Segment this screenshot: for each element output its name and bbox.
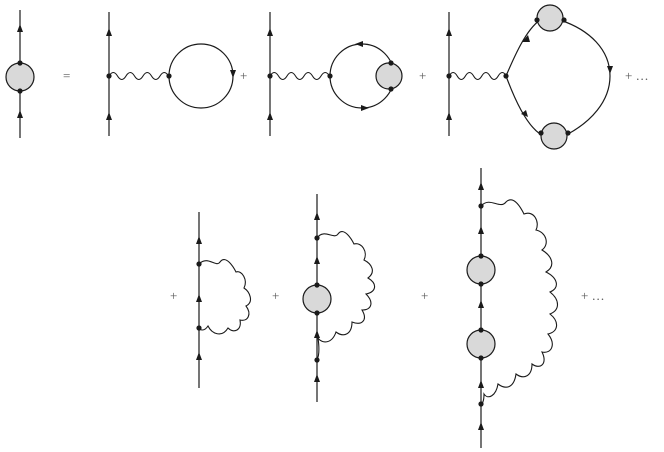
continuation-ellipsis: + … xyxy=(581,288,605,303)
tadpole-two-insertions xyxy=(446,4,613,150)
self-energy-blob xyxy=(302,284,332,314)
self-energy-blob xyxy=(536,4,564,32)
exchange-one-insertion xyxy=(302,194,376,402)
plus-sign: + xyxy=(170,288,177,303)
exchange-bare xyxy=(196,212,252,388)
equals-sign: = xyxy=(63,68,70,83)
plus-sign: + xyxy=(419,68,426,83)
plus-sign: + xyxy=(240,68,247,83)
self-energy-blob xyxy=(5,62,35,92)
lhs-dressed-propagator xyxy=(5,10,35,138)
self-energy-blob xyxy=(540,122,568,150)
self-energy-blob xyxy=(466,255,496,285)
self-energy-blob xyxy=(375,62,403,90)
plus-sign: + xyxy=(272,288,279,303)
exchange-two-insertions xyxy=(466,168,559,448)
tadpole-one-insertion xyxy=(267,12,403,136)
plus-sign: + xyxy=(421,288,428,303)
continuation-ellipsis: + … xyxy=(625,68,649,83)
self-energy-blob xyxy=(466,329,496,359)
tadpole-bare-loop xyxy=(106,12,236,136)
